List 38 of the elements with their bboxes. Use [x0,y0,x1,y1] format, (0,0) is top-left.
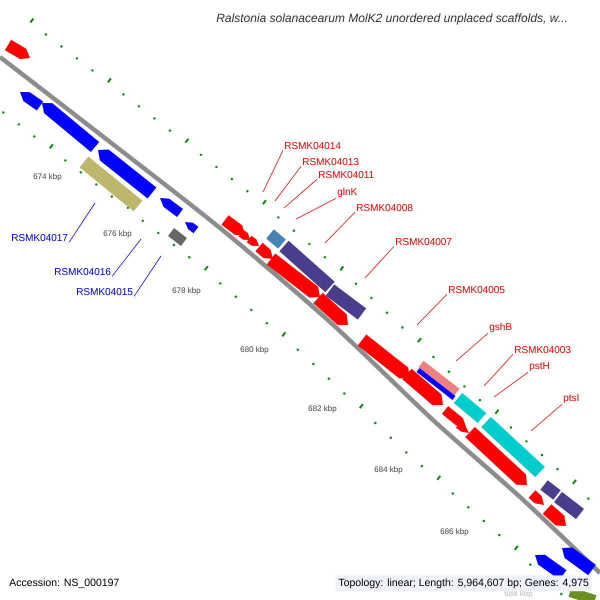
leader-line [324,212,356,244]
leader-line [484,354,514,386]
leader-line [284,178,318,208]
gene-label: RSMK04007 [396,238,452,246]
gene-label: RSMK04016 [55,268,110,276]
leader-line [456,332,488,362]
scale-label: 686 kbp [440,528,468,536]
footer-label: Accession: NS_000197 [9,578,119,588]
leader-line [68,202,96,243]
scale-label: 682 kbp [308,405,336,413]
gene-label: RSMK04014 [285,142,341,150]
gene-label: RSMK04011 [319,171,374,178]
leader-line [416,294,448,326]
gene-label: pstH [530,362,549,372]
scale-label: 680 kbp [240,346,268,354]
leader-line [296,198,336,220]
scale-label: 676 kbp [104,230,132,238]
gene-label: RSMK04003 [515,346,570,354]
gene-label: RSMK04017 [12,234,68,242]
leader-line [364,246,394,278]
leader-line [530,404,562,432]
footer-label: Topology: linear; Length: 5,964,607 bp; Genes: 4,975 [335,575,592,592]
leader-line [134,256,162,297]
scale-label: 674 kbp [34,173,62,181]
gene-label: RSMK04008 [357,204,412,212]
title: Ralstonia solanacearum MolK2 unordered unplaced scaffolds, w... [216,13,566,24]
leader-line [262,150,284,192]
gene-label: RSMK04013 [303,158,358,166]
gene-label: RSMK04005 [449,286,504,294]
gene-label: ptsI [564,394,578,404]
leader-line [274,166,302,202]
gene-label: glnK [338,188,358,198]
scale-label: 684 kbp [374,466,402,474]
gene-label: RSMK04015 [77,288,132,296]
leader-line [112,238,142,277]
scale-label: 678 kbp [172,287,200,295]
leader-line [494,372,528,398]
gene-label: gshB [490,322,512,332]
